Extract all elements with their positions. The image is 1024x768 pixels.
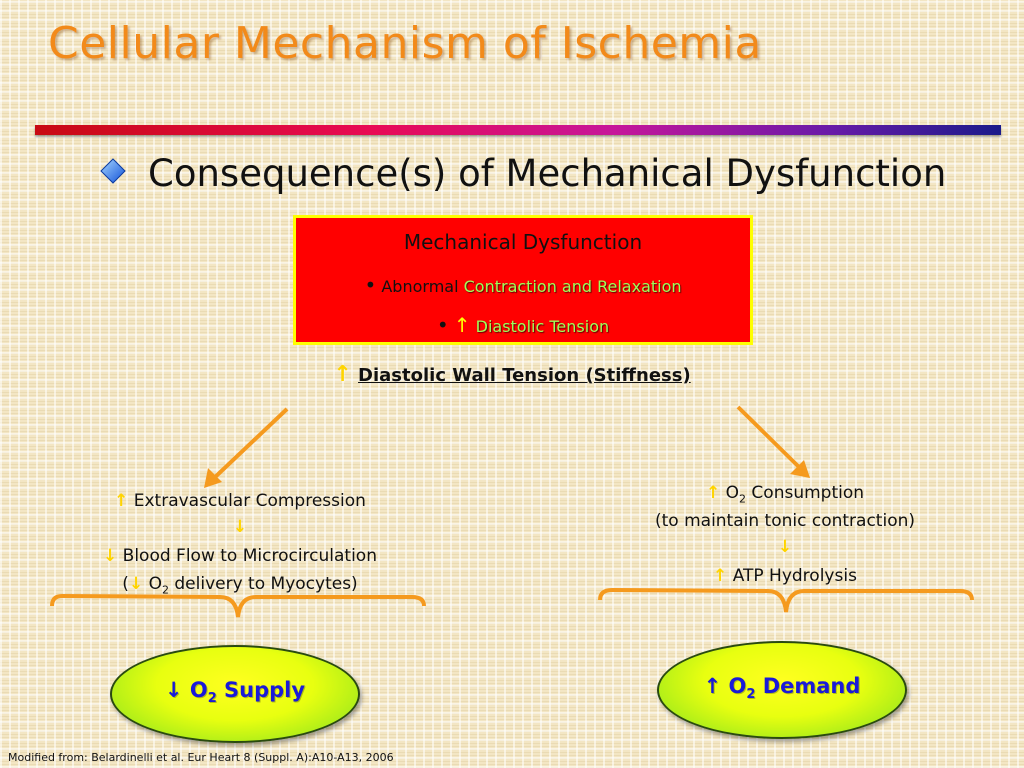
demand-text: Demand xyxy=(762,674,861,698)
left-down-connector: ↓ xyxy=(60,517,420,537)
up-arrow-icon: ↑ xyxy=(713,566,728,586)
arrow-left-down-icon xyxy=(204,407,289,488)
paren-open: ( xyxy=(122,574,129,594)
diastolic-tension-label: Diastolic Tension xyxy=(475,317,610,336)
o-letter: O xyxy=(148,574,162,594)
supply-text: Supply xyxy=(224,678,306,702)
subscript-two: 2 xyxy=(161,583,169,597)
left-brace-icon xyxy=(50,593,426,618)
section-heading: Consequence(s) of Mechanical Dysfunction xyxy=(148,152,947,195)
o2-supply-ellipse: ↓ O2 Supply xyxy=(110,645,360,743)
atp-hydrolysis-line: ↑ ATP Hydrolysis xyxy=(600,566,970,586)
o-letter: O xyxy=(728,674,747,698)
mechanical-dysfunction-box: Mechanical Dysfunction • Abnormal Contra… xyxy=(293,215,753,345)
right-brace-icon xyxy=(598,587,974,613)
tonic-contraction-line: (to maintain tonic contraction) xyxy=(654,511,915,531)
o-letter: O xyxy=(189,678,208,702)
o2-demand-ellipse: ↑ O2 Demand xyxy=(657,641,907,739)
o2-demand-label: ↑ O2 Demand xyxy=(659,674,905,702)
down-arrow-icon: ↓ xyxy=(777,537,793,557)
o2-symbol: O2 xyxy=(725,483,747,506)
wall-tension-label: Diastolic Wall Tension (Stiffness) xyxy=(358,365,691,386)
right-down-connector: ↓ xyxy=(600,537,970,557)
arrow-right-down-icon xyxy=(736,405,810,478)
down-arrow-icon: ↓ xyxy=(164,678,183,702)
diamond-bullet-icon xyxy=(100,158,126,184)
bullet-glyph: • xyxy=(436,313,449,337)
down-arrow-icon: ↓ xyxy=(128,574,144,594)
box-item-contraction: • Abnormal Contraction and Relaxation xyxy=(296,273,750,297)
subscript-two: 2 xyxy=(207,691,217,707)
slide-title: Cellular Mechanism of Ischemia xyxy=(48,18,762,69)
up-arrow-icon: ↑ xyxy=(333,362,352,387)
extravascular-label: Extravascular Compression xyxy=(133,491,366,511)
o2-delivery-label: delivery to Myocytes) xyxy=(174,574,358,594)
o2-symbol: O2 xyxy=(148,574,169,597)
blood-flow-label: Blood Flow to Microcirculation xyxy=(122,546,377,566)
subscript-two: 2 xyxy=(746,687,756,703)
up-arrow-icon: ↑ xyxy=(705,483,721,503)
extravascular-compression: ↑ Extravascular Compression xyxy=(60,491,420,511)
subscript-two: 2 xyxy=(739,492,747,506)
up-arrow-icon: ↑ xyxy=(114,491,129,511)
blood-flow-line: ↓ Blood Flow to Microcirculation xyxy=(60,546,420,566)
title-underline-bar xyxy=(35,125,1001,135)
consumption-label: Consumption xyxy=(751,483,865,503)
down-arrow-icon: ↓ xyxy=(103,546,118,566)
atp-hydrolysis-label: ATP Hydrolysis xyxy=(732,566,857,586)
abnormal-label: Abnormal xyxy=(381,277,459,296)
bullet-glyph: • xyxy=(364,273,377,297)
o2-delivery-line: (↓ O2 delivery to Myocytes) xyxy=(60,574,420,596)
citation-footnote: Modified from: Belardinelli et al. Eur H… xyxy=(8,751,394,764)
o2-supply-label: ↓ O2 Supply xyxy=(112,678,358,706)
o2-consumption-line: ↑ O2 Consumption xyxy=(600,483,970,505)
contraction-relaxation-label: Contraction and Relaxation xyxy=(463,277,682,296)
box-item-diastolic: • ↑ Diastolic Tension xyxy=(296,313,750,337)
o-letter: O xyxy=(725,483,740,503)
up-arrow-icon: ↑ xyxy=(703,674,722,698)
down-arrow-icon: ↓ xyxy=(232,517,248,537)
diastolic-wall-tension: ↑ Diastolic Wall Tension (Stiffness) xyxy=(0,362,1024,387)
box-title: Mechanical Dysfunction xyxy=(403,230,643,254)
up-arrow-icon: ↑ xyxy=(453,313,471,337)
